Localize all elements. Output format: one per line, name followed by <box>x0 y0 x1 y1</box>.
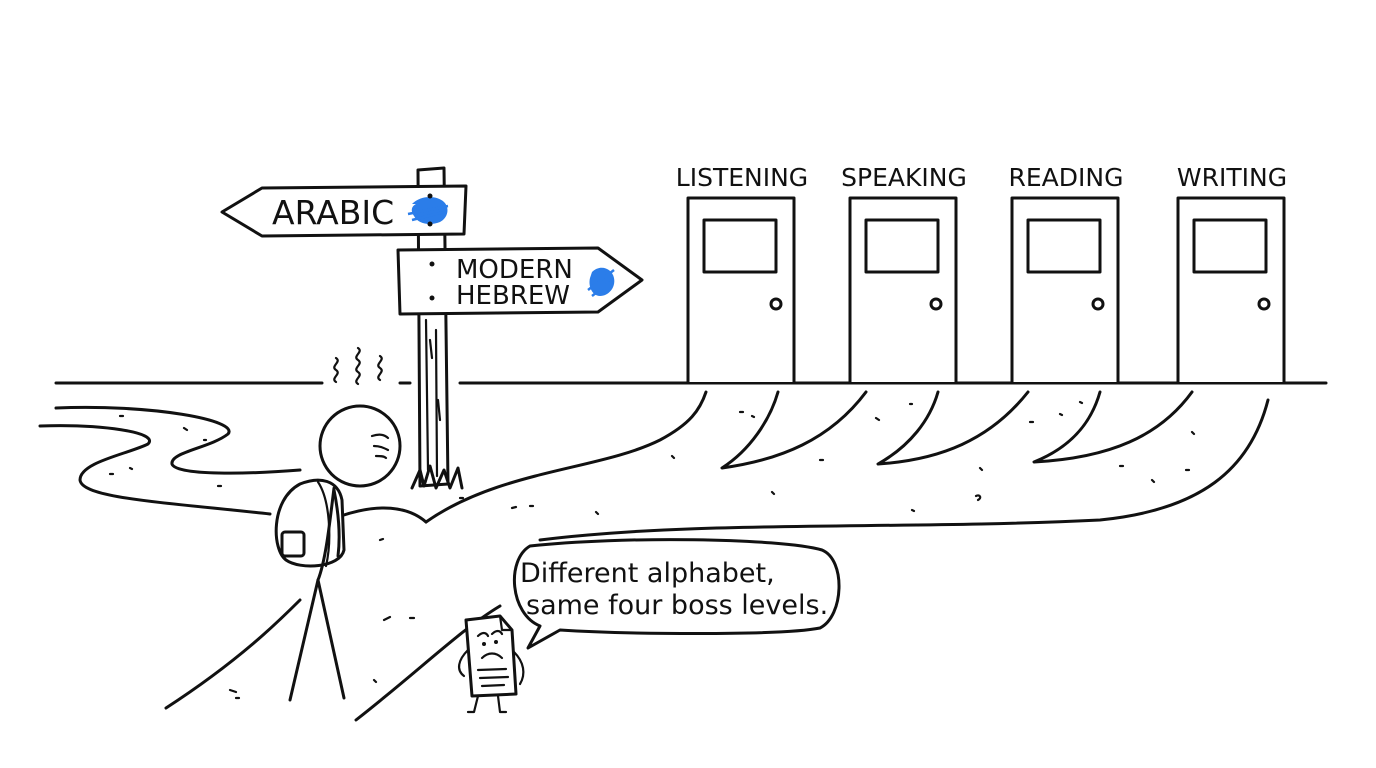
road-speckles <box>228 400 1196 700</box>
door-forks <box>720 390 1194 470</box>
signpost-pole <box>410 166 464 490</box>
winding-path-left <box>38 405 302 516</box>
speech-bubble-line2: same four boss levels. <box>526 590 828 621</box>
door-label: READING <box>1009 163 1124 192</box>
door-writing: WRITING <box>1176 163 1287 382</box>
sign-hebrew-line2: HEBREW <box>456 281 570 311</box>
sign-arabic-label: ARABIC <box>272 193 394 232</box>
speech-bubble: Different alphabet, same four boss level… <box>512 538 841 650</box>
head <box>318 404 402 488</box>
door-label: WRITING <box>1177 163 1287 192</box>
door-listening: LISTENING <box>676 163 808 382</box>
path-speckles <box>108 414 223 488</box>
stick-figure-traveler <box>274 346 402 702</box>
door-reading: READING <box>1009 163 1124 382</box>
sign-arabic: ARABIC <box>220 184 468 238</box>
door-label: SPEAKING <box>841 163 967 192</box>
speech-bubble-line1: Different alphabet, <box>520 558 775 589</box>
sign-modern-hebrew: MODERN HEBREW <box>396 246 644 316</box>
confusion-squiggles-icon <box>333 346 383 386</box>
signpost: ARABIC MODERN HEBREW <box>220 166 644 490</box>
door-speaking: SPEAKING <box>841 163 967 382</box>
door-label: LISTENING <box>676 163 808 192</box>
document-character <box>458 614 525 714</box>
sign-hebrew-line1: MODERN <box>456 255 573 285</box>
main-road <box>164 390 1270 722</box>
